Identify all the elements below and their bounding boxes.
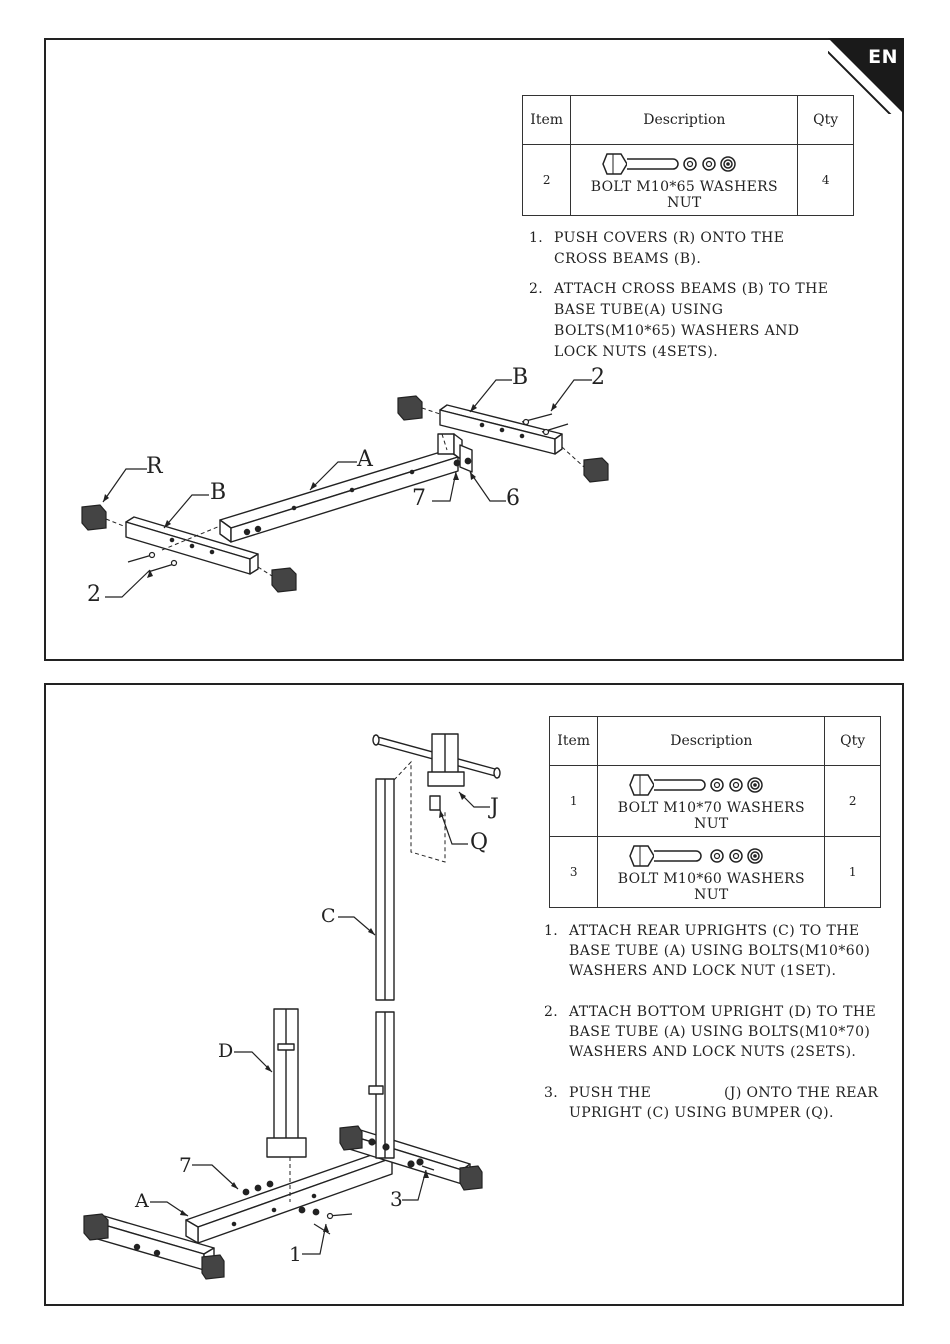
- instruction-item: 2.ATTACH CROSS BEAMS (B) TO THE BASE TUB…: [529, 281, 829, 360]
- parts-table-step2: Item Description Qty 1 BOLT M10*70 WASHE…: [548, 716, 881, 908]
- label-Q: Q: [470, 830, 489, 855]
- label-6: 6: [506, 486, 520, 511]
- label-J: J: [490, 795, 499, 820]
- table-header-description: Description: [597, 716, 826, 766]
- part-description-cell: BOLT M10*70 WASHERS NUT: [597, 765, 826, 837]
- part-item: 3: [548, 836, 599, 908]
- label-7: 7: [412, 486, 426, 511]
- table-row: 3 BOLT M10*60 WASHERS NUT 1: [548, 836, 881, 908]
- instruction-item: 1.ATTACH REAR UPRIGHTS (C) TO THE BASE T…: [544, 923, 871, 979]
- label-A: A: [135, 1190, 149, 1212]
- label-D: D: [218, 1040, 234, 1062]
- instruction-item: 1.PUSH COVERS (R) ONTO THE CROSS BEAMS (…: [529, 230, 785, 267]
- part-description-cell: BOLT M10*65 WASHERS NUT: [570, 144, 799, 216]
- label-C: C: [321, 905, 336, 927]
- instruction-item: 2.ATTACH BOTTOM UPRIGHT (D) TO THE BASE …: [544, 1004, 877, 1060]
- label-B-top: B: [512, 365, 529, 390]
- base-assembly-diagram: [81, 379, 609, 598]
- table-row: 1 BOLT M10*70 WASHERS NUT 2: [548, 765, 881, 837]
- instruction-item: 3.PUSH THE (J) ONTO THE REAR UPRIGHT (C)…: [544, 1085, 884, 1121]
- assembly-step-panel-1: EN Item Description Qty 2 BOLT M10*65 WA…: [44, 38, 904, 661]
- part-qty: 4: [797, 144, 854, 216]
- part-qty: 1: [824, 836, 881, 908]
- label-A: A: [357, 447, 373, 472]
- part-description: BOLT M10*65 WASHERS NUT: [590, 179, 778, 211]
- instructions-step2: 1.ATTACH REAR UPRIGHTS (C) TO THE BASE T…: [544, 921, 894, 1132]
- part-description: BOLT M10*70 WASHERS NUT: [617, 800, 805, 832]
- label-7: 7: [179, 1153, 192, 1177]
- part-item: 1: [548, 765, 599, 837]
- table-header-qty: Qty: [824, 716, 881, 766]
- assembly-step-panel-2: Item Description Qty 1 BOLT M10*70 WASHE…: [44, 683, 904, 1306]
- label-B-left: B: [210, 480, 227, 505]
- bolt-washers-nut-icon: [602, 153, 737, 175]
- bolt-washers-nut-icon: [629, 845, 764, 867]
- label-2-bottom: 2: [87, 582, 101, 607]
- language-badge: EN: [868, 46, 898, 68]
- part-description-cell: BOLT M10*60 WASHERS NUT: [597, 836, 826, 908]
- part-description: BOLT M10*60 WASHERS NUT: [617, 871, 805, 903]
- part-item: 2: [521, 144, 572, 216]
- table-header-item: Item: [548, 716, 599, 766]
- bolt-washers-nut-icon: [629, 774, 764, 796]
- label-2-top: 2: [591, 365, 605, 390]
- table-header-qty: Qty: [797, 95, 854, 145]
- label-1: 1: [289, 1242, 302, 1266]
- table-row: 2 BOLT M10*65 WASHERS NUT 4: [521, 144, 854, 216]
- upright-assembly-diagram: [83, 733, 501, 1280]
- instructions-step1: 1.PUSH COVERS (R) ONTO THE CROSS BEAMS (…: [529, 228, 829, 372]
- label-R: R: [146, 454, 163, 479]
- language-badge-icon: [828, 38, 904, 114]
- table-header-item: Item: [521, 95, 572, 145]
- parts-table-step1: Item Description Qty 2 BOLT M10*65 WASHE…: [521, 95, 854, 216]
- table-header-description: Description: [570, 95, 799, 145]
- label-3: 3: [390, 1187, 403, 1211]
